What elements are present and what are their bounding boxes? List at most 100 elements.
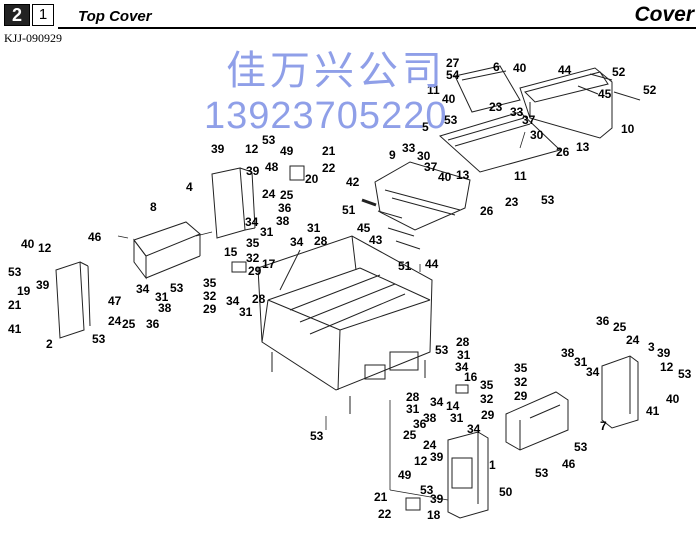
- callout: 48: [265, 160, 279, 174]
- callout: 53: [8, 265, 22, 279]
- callout: 32: [246, 251, 260, 265]
- callout: 28: [406, 390, 420, 404]
- sub-number-box: 1: [32, 4, 54, 26]
- callout: 53: [535, 466, 549, 480]
- callout: 40: [438, 170, 452, 184]
- callout: 34: [586, 365, 600, 379]
- callout: 6: [493, 60, 500, 74]
- callout: 5: [422, 120, 429, 134]
- callout: 29: [514, 389, 528, 403]
- callout: 43: [369, 233, 383, 247]
- callout: 8: [150, 200, 157, 214]
- callout: 51: [342, 203, 356, 217]
- callout: 39: [246, 164, 260, 178]
- callout: 52: [612, 65, 626, 79]
- callout: 40: [513, 61, 527, 75]
- header-rule: [58, 27, 696, 29]
- callout: 11: [427, 83, 440, 97]
- callout: 46: [562, 457, 576, 471]
- callout: 25: [122, 317, 136, 331]
- callout: 12: [245, 142, 259, 156]
- callout: 28: [252, 292, 266, 306]
- callout: 30: [417, 149, 431, 163]
- callout: 34: [430, 395, 444, 409]
- callout: 3: [648, 340, 655, 354]
- callout: 31: [260, 225, 274, 239]
- page-title: Top Cover: [78, 8, 152, 25]
- callout: 12: [414, 454, 428, 468]
- callout: 35: [246, 236, 260, 250]
- callout: 36: [413, 417, 427, 431]
- callout: 53: [262, 133, 276, 147]
- callout: 18: [427, 508, 441, 522]
- callout: 40: [21, 237, 35, 251]
- callout: 34: [290, 235, 304, 249]
- callout: 4: [186, 180, 193, 194]
- callout: 40: [442, 92, 456, 106]
- callout: 39: [211, 142, 225, 156]
- part-16-bracket: [455, 384, 469, 394]
- callout: 14: [446, 399, 460, 413]
- part-3-side-cover: [601, 355, 639, 429]
- part-8-tray: [133, 221, 201, 280]
- part-20-bracket: [289, 165, 305, 181]
- callout: 34: [245, 215, 259, 229]
- callout: 24: [108, 314, 122, 328]
- callout: 35: [514, 361, 528, 375]
- callout: 38: [158, 301, 172, 315]
- callout: 36: [596, 314, 610, 328]
- callout: 30: [530, 128, 544, 142]
- callout: 45: [357, 221, 371, 235]
- callout: 25: [280, 188, 294, 202]
- callout: 44: [425, 257, 439, 271]
- callout: 53: [541, 193, 555, 207]
- callout: 10: [621, 122, 635, 136]
- machine-frame: [257, 235, 433, 414]
- part-6-panel: [454, 65, 521, 113]
- callout: 52: [643, 83, 657, 97]
- callout: 23: [505, 195, 519, 209]
- callout: 32: [514, 375, 528, 389]
- callout: 22: [378, 507, 392, 521]
- callout: 29: [481, 408, 495, 422]
- callout: 35: [480, 378, 494, 392]
- callout: 39: [430, 492, 444, 506]
- callout: 34: [467, 422, 481, 436]
- callout: 31: [307, 221, 321, 235]
- callout: 31: [450, 411, 464, 425]
- callout: 49: [398, 468, 412, 482]
- callout: 47: [108, 294, 122, 308]
- callout: 40: [666, 392, 680, 406]
- callout: 38: [561, 346, 575, 360]
- callout: 53: [310, 429, 324, 443]
- watermark-phone-number: 13923705220: [204, 95, 448, 137]
- callout: 39: [430, 450, 444, 464]
- callout: 34: [226, 294, 240, 308]
- callout: 24: [423, 438, 437, 452]
- callout: 53: [92, 332, 106, 346]
- callout: 51: [398, 259, 412, 273]
- callout: 24: [626, 333, 640, 347]
- callout: 20: [305, 172, 319, 186]
- callout: 46: [88, 230, 102, 244]
- part-17-bracket: [231, 261, 247, 273]
- callout: 22: [322, 161, 336, 175]
- callout: 15: [224, 245, 238, 259]
- callout: 41: [646, 404, 660, 418]
- callout: 31: [155, 290, 169, 304]
- callout: 53: [435, 343, 449, 357]
- callout: 34: [136, 282, 150, 296]
- callout: 21: [322, 144, 336, 158]
- callout: 36: [278, 201, 292, 215]
- callout: 12: [38, 241, 52, 255]
- callout: 49: [280, 144, 294, 158]
- callout: 41: [8, 322, 22, 336]
- callout: 2: [46, 337, 53, 351]
- part-4-side-cover: [211, 167, 256, 239]
- callout: 38: [423, 411, 437, 425]
- callout: 36: [146, 317, 160, 331]
- rod-parts: [361, 73, 641, 250]
- part-5-cover: [439, 111, 561, 173]
- callout-labels: 27 54 6 40 44 52 45 52 11 40 23 33 53 5 …: [8, 56, 692, 522]
